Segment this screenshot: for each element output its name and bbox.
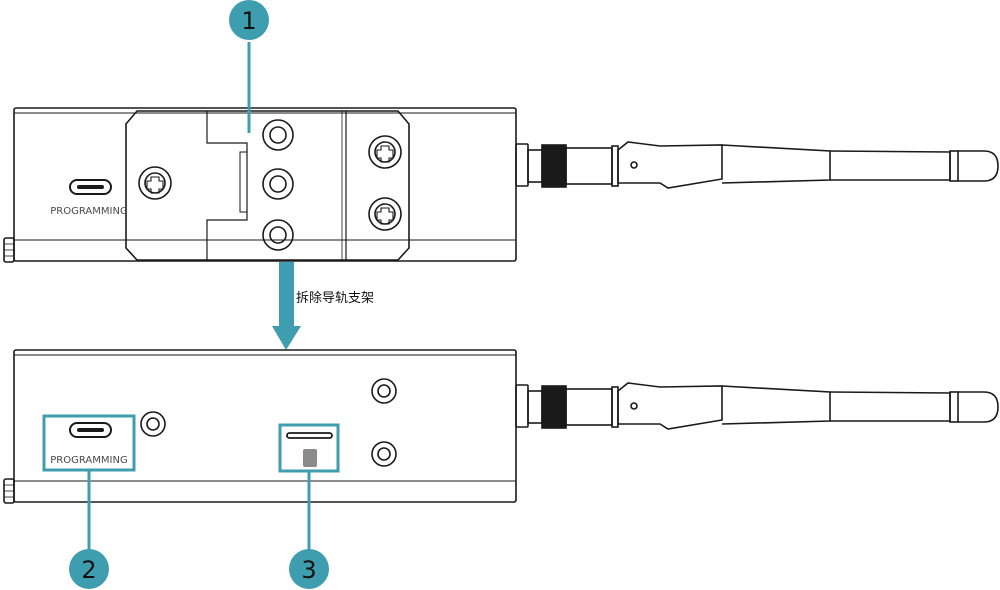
device-with-rail-bracket (3, 107, 999, 263)
callout-1-number: 1 (241, 7, 256, 35)
arrow-caption: 拆除导轨支架 (296, 291, 374, 306)
callout-2-badge (69, 549, 109, 589)
micro-sd-slot-icon (286, 432, 333, 439)
switch-icon (303, 449, 317, 467)
screw-icon (368, 197, 402, 231)
screw-icon (138, 166, 172, 200)
callout-3-number: 3 (301, 556, 316, 584)
antenna-icon (515, 382, 999, 430)
callout-1-badge (229, 0, 269, 40)
callout-2-number: 2 (81, 556, 96, 584)
usb-c-port-icon (69, 422, 112, 438)
mounting-hole-icon (371, 378, 397, 404)
callout-3-badge (289, 549, 329, 589)
mounting-hole-icon (262, 219, 294, 251)
device-without-bracket (3, 349, 999, 504)
programming-label-top: PROGRAMMING (50, 206, 127, 217)
mounting-hole-icon (262, 168, 294, 200)
device-body (13, 107, 517, 262)
programming-label-bottom: PROGRAMMING (50, 455, 127, 466)
rail-bracket-plate (125, 110, 410, 261)
usb-c-port-icon (69, 179, 112, 195)
rail-hook-notch (206, 111, 248, 260)
mounting-hole-icon (371, 441, 397, 467)
screw-icon (368, 135, 402, 169)
antenna-icon (515, 141, 999, 189)
down-arrow-icon (272, 262, 301, 350)
mounting-hole-icon (140, 411, 166, 437)
mounting-hole-icon (262, 119, 294, 151)
